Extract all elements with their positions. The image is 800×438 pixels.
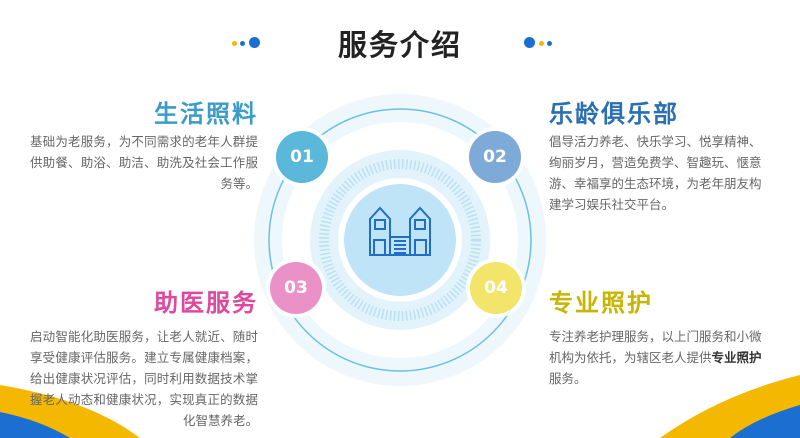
badge-02: 02 xyxy=(469,131,521,183)
card-pro-care: 专业照护 专注养老护理服务，以上门服务和小微机构为依托，为辖区老人提供专业照护服… xyxy=(549,283,771,389)
card-text: 倡导活力养老、快乐学习、悦享精神、绚丽岁月，营造免费学、智趣玩、惬意游、幸福享的… xyxy=(549,134,762,212)
card-heading: 乐龄俱乐部 xyxy=(549,100,679,128)
card-life-care: 生活照料 基础为老服务，为不同需求的老年人群提供助餐、助浴、助洁、助洗及社会工作… xyxy=(30,94,258,194)
card-club: 乐龄俱乐部 倡导活力养老、快乐学习、悦享精神、绚丽岁月，营造免费学、智趣玩、惬意… xyxy=(549,94,771,215)
card-text: 基础为老服务，为不同需求的老年人群提供助餐、助浴、助洁、助洗及社会工作服务等。 xyxy=(30,134,258,191)
card-text-b: 服务。 xyxy=(549,371,587,386)
page-title: 服务介绍 xyxy=(337,28,462,62)
card-medical: 助医服务 启动智能化助医服务，让老人就近、随时享受健康评估服务。建立专属健康档案… xyxy=(30,283,258,431)
card-text-a: 专注养老护理服务，以上门服务和小微机构为依托，为辖区老人提供 xyxy=(549,329,762,365)
card-heading: 生活照料 xyxy=(154,100,258,128)
card-heading: 助医服务 xyxy=(154,289,258,317)
badge-03: 03 xyxy=(270,262,322,314)
card-heading: 专业照护 xyxy=(549,289,653,317)
card-text-bold: 专业照护 xyxy=(711,350,762,365)
building-icon xyxy=(369,206,431,256)
badge-04: 04 xyxy=(470,262,522,314)
badge-01: 01 xyxy=(276,131,328,183)
card-text: 专注养老护理服务，以上门服务和小微机构为依托，为辖区老人提供专业照护服务。 xyxy=(549,326,771,389)
card-text: 启动智能化助医服务，让老人就近、随时享受健康评估服务。建立专属健康档案，给出健康… xyxy=(30,329,258,428)
